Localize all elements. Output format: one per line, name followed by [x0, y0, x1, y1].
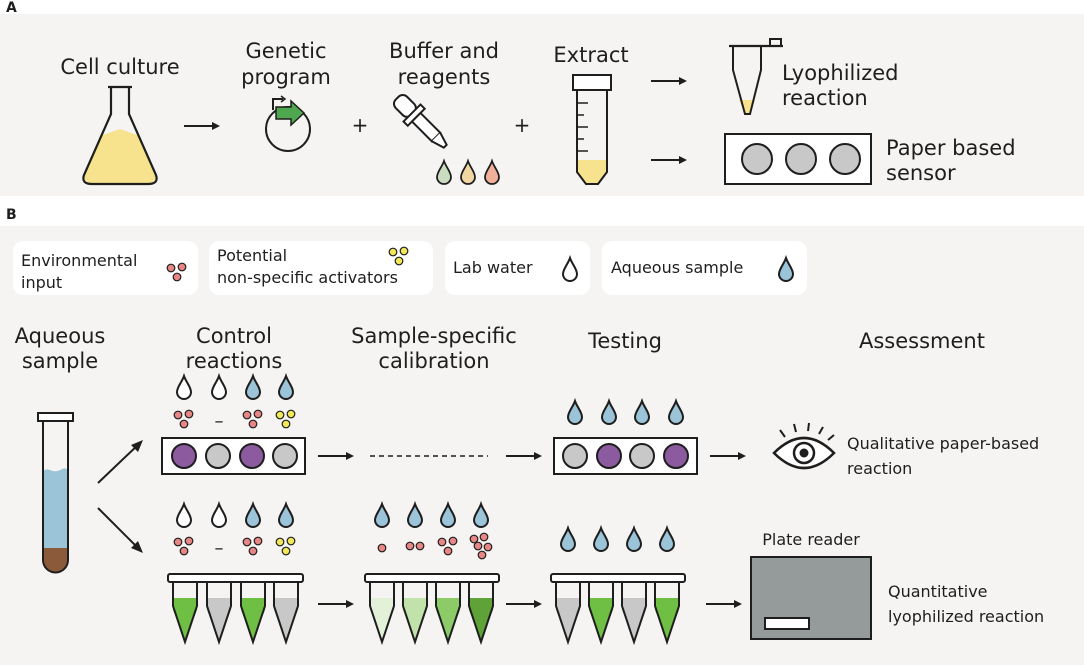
genetic-program-label-1: Genetic — [245, 39, 326, 63]
buffer-label-2: reagents — [398, 65, 491, 89]
legend-lab-water: Lab water — [445, 241, 590, 295]
qualitative-label-2: reaction — [847, 459, 912, 478]
lyophilized-label-1: Lyophilized — [782, 61, 898, 85]
header-aqueous-1: Aqueous — [15, 324, 106, 348]
legend-lab-water-label: Lab water — [453, 258, 533, 277]
minus-sign-tubes: – — [215, 538, 224, 559]
header-calibration-1: Sample-specific — [351, 324, 517, 348]
eppendorf-icon — [729, 38, 783, 115]
arrow-to-paper-row — [97, 440, 143, 484]
sample-test-tube-icon — [37, 412, 74, 574]
header-testing: Testing — [587, 329, 662, 353]
minus-sign: – — [215, 411, 224, 432]
legend-aqueous-label: Aqueous sample — [611, 258, 743, 277]
panel-b-letter: B — [6, 207, 17, 223]
reagent-drops-icon — [436, 158, 500, 185]
control-paper-strip — [161, 437, 306, 475]
falcon-tube-icon — [572, 74, 612, 185]
lyophilized-label-2: reaction — [782, 86, 868, 110]
panel-a-background — [0, 14, 1084, 196]
control-tube-rack — [167, 573, 304, 643]
plus-sign-1: + — [352, 113, 369, 137]
header-control-1: Control — [196, 324, 272, 348]
cell-culture-label: Cell culture — [60, 55, 179, 79]
extract-label: Extract — [553, 43, 628, 67]
panel-a-letter: A — [6, 0, 17, 16]
legend-nonspec-label-1: Potential — [217, 246, 287, 265]
paper-sensor-label-2: sensor — [886, 161, 956, 185]
pipette-icon — [392, 93, 448, 149]
plus-sign-2: + — [514, 113, 531, 137]
testing-tube-rack — [550, 573, 686, 643]
legend-environmental-input: Environmental input — [13, 241, 198, 295]
control-paper-inputs: – — [173, 375, 296, 432]
testing-paper-strip — [553, 437, 698, 475]
quantitative-label-1: Quantitative — [888, 582, 988, 601]
header-aqueous-2: sample — [22, 349, 98, 373]
legend-env-label-2: input — [21, 273, 62, 292]
header-assessment: Assessment — [859, 329, 985, 353]
legend-nonspec-label-2: non-specific activators — [217, 268, 398, 287]
legend-nonspecific-activators: Potential non-specific activators — [209, 241, 433, 295]
qualitative-label-1: Qualitative paper-based — [847, 434, 1039, 453]
flask-icon — [82, 85, 158, 186]
legend-aqueous-sample: Aqueous sample — [602, 241, 807, 295]
arrow-to-tube-row — [97, 507, 143, 553]
paper-sensor-icon — [724, 133, 872, 185]
paper-sensor-label-1: Paper based — [886, 136, 1016, 160]
header-calibration-2: calibration — [378, 349, 489, 373]
plate-reader-label: Plate reader — [762, 530, 860, 549]
buffer-label-1: Buffer and — [389, 39, 499, 63]
quantitative-label-2: lyophilized reaction — [888, 607, 1044, 626]
eye-icon — [772, 422, 836, 470]
calibration-tube-rack — [364, 573, 500, 643]
genetic-program-label-2: program — [241, 65, 331, 89]
control-tube-inputs: – — [173, 503, 296, 559]
legend-env-label-1: Environmental — [21, 251, 137, 270]
plasmid-icon — [265, 95, 311, 152]
plate-reader-icon — [750, 556, 872, 640]
header-control-2: reactions — [186, 349, 283, 373]
